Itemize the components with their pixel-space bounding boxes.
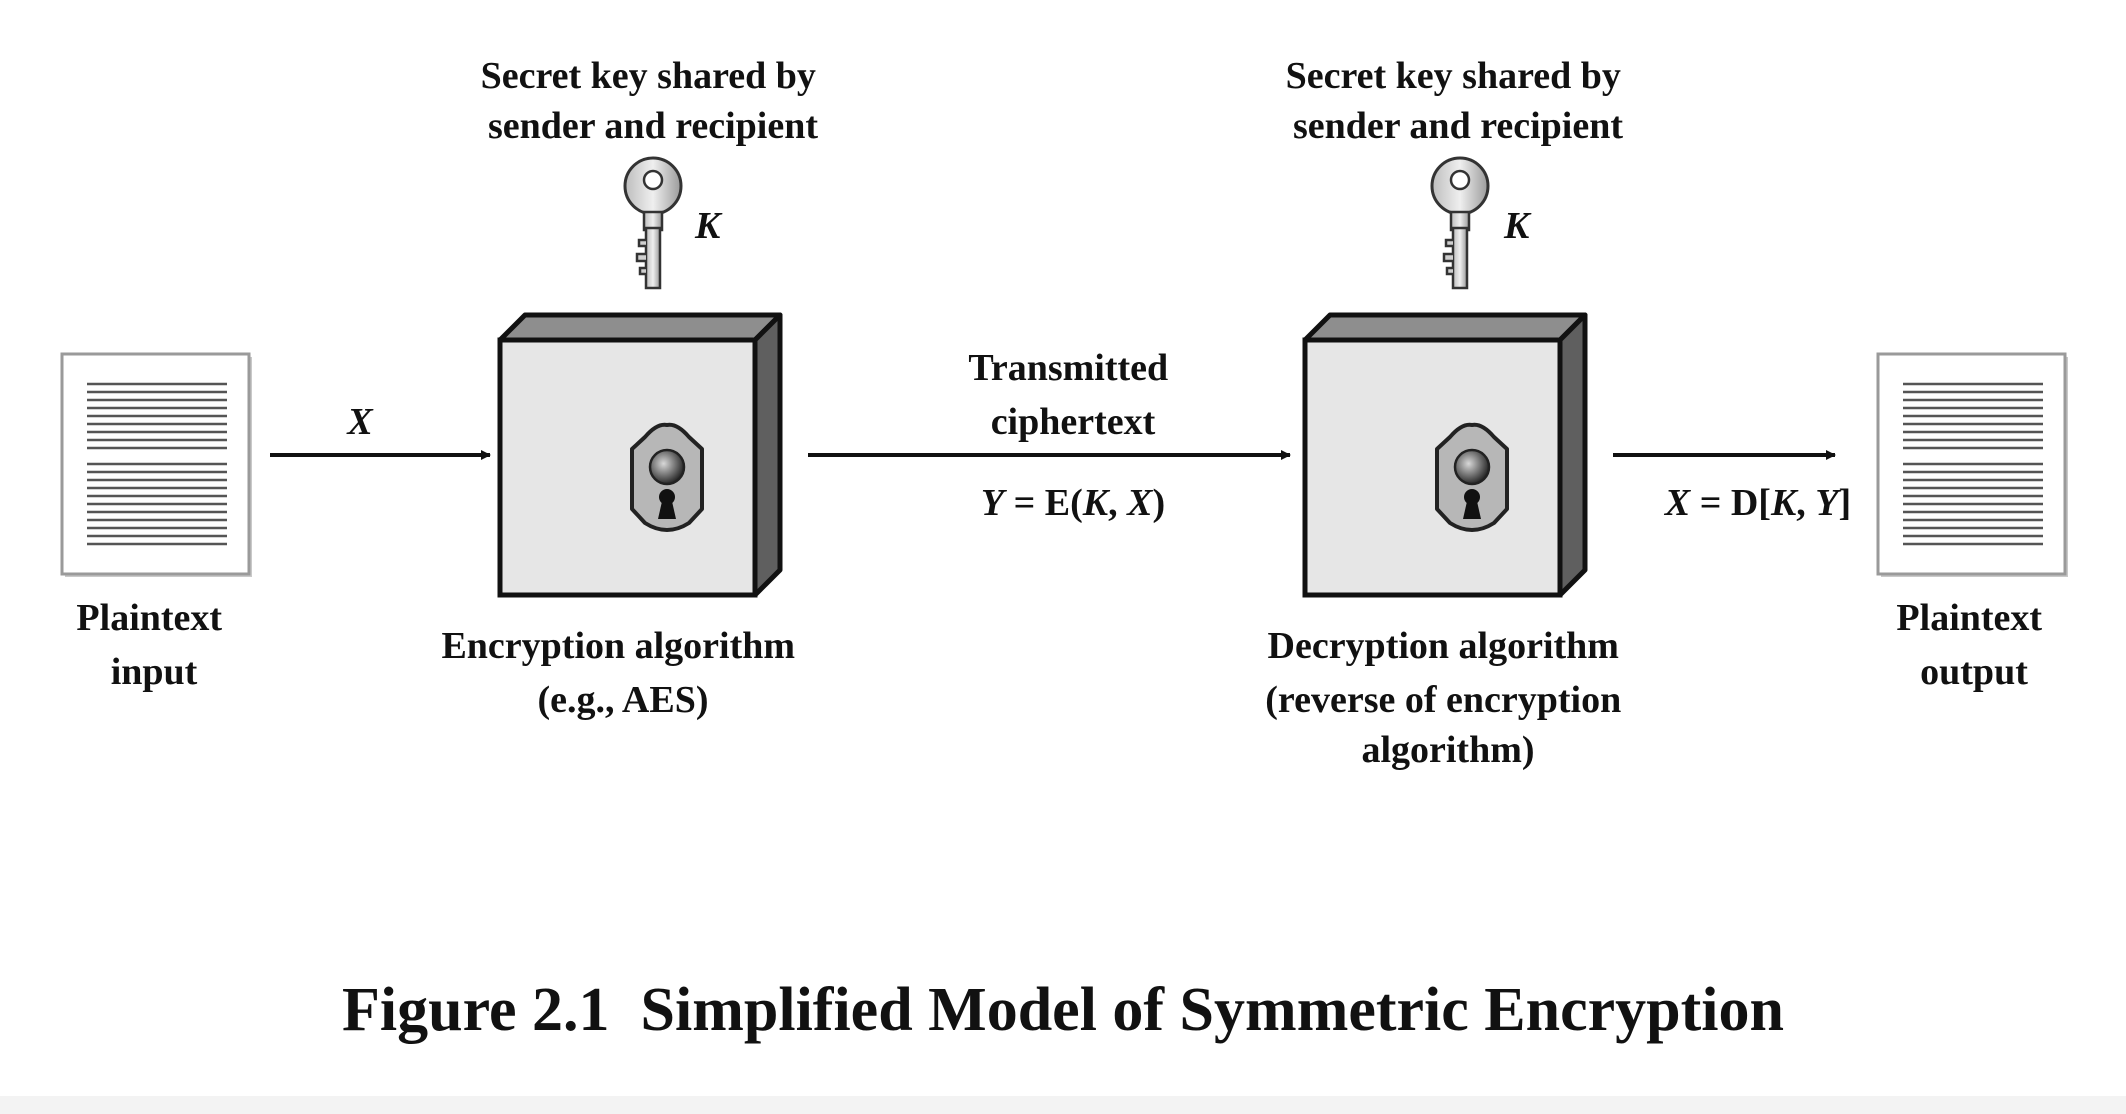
encryption-lock-box-icon bbox=[500, 315, 780, 595]
decryption-algorithm-label: Decryption algorithm (reverse of encrypt… bbox=[1265, 625, 1630, 771]
ciphertext-formula: Y = E(K, X) bbox=[981, 482, 1165, 524]
key-icon-right bbox=[1430, 156, 1490, 290]
key-icon-left bbox=[623, 156, 683, 290]
secret-key-label-right: Secret key shared by sender and recipien… bbox=[1286, 55, 1631, 147]
figure-caption: Figure 2.1 Simplified Model of Symmetric… bbox=[342, 976, 1784, 1044]
key-symbol-left: K bbox=[694, 205, 723, 247]
bottom-band bbox=[0, 1096, 2126, 1114]
input-symbol-x: X bbox=[346, 401, 374, 443]
key-symbol-right: K bbox=[1503, 205, 1532, 247]
plaintext-output-label: Plaintext output bbox=[1896, 597, 2051, 693]
decryption-lock-box-icon bbox=[1305, 315, 1585, 595]
secret-key-label-left: Secret key shared by sender and recipien… bbox=[481, 55, 826, 147]
encryption-algorithm-label: Encryption algorithm (e.g., AES) bbox=[441, 625, 804, 721]
transmitted-ciphertext-label: Transmitted ciphertext bbox=[968, 347, 1177, 443]
plaintext-input-document-icon bbox=[60, 352, 254, 579]
plaintext-output-document-icon bbox=[1876, 352, 2070, 579]
decryption-formula: X = D[K, Y] bbox=[1664, 482, 1851, 524]
plaintext-input-label: Plaintext input bbox=[76, 597, 231, 693]
